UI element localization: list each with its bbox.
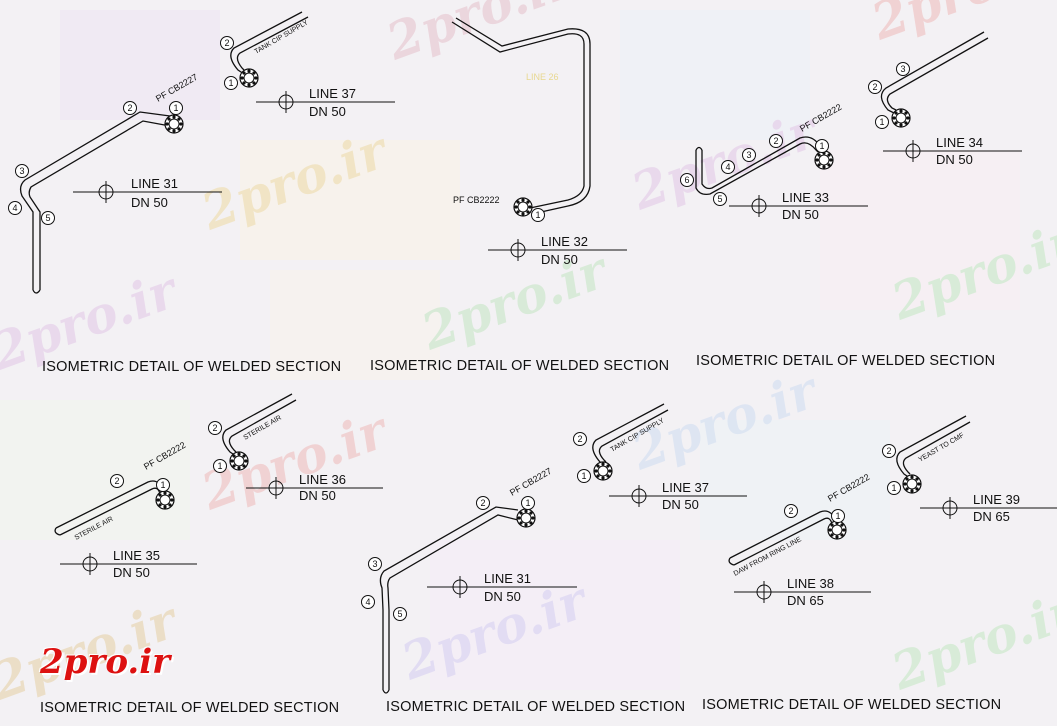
- dn-label: DN 65: [787, 593, 824, 608]
- pipe-label-pf-cb2222: PF CB2222: [453, 195, 500, 205]
- caption: ISOMETRIC DETAIL OF WELDED SECTION: [696, 353, 995, 369]
- dn-label: DN 50: [662, 497, 699, 512]
- marker-2: 2: [127, 103, 132, 113]
- marker-2: 2: [224, 38, 229, 48]
- detail-9: 2 1 3 4 5 PF CB2227 LINE 31 DN 50 ISOMET…: [361, 466, 685, 715]
- line-label: LINE 31: [131, 176, 178, 191]
- caption: ISOMETRIC DETAIL OF WELDED SECTION: [702, 697, 1001, 713]
- pipe-label-daw-ring: DAW FROM RING LINE: [733, 536, 803, 578]
- line-26-ghost: LINE 26: [526, 72, 559, 82]
- detail-6: 2 1 STERILE AIR PF CB2222 LINE 36 DN 50: [142, 393, 383, 503]
- caption: ISOMETRIC DETAIL OF WELDED SECTION: [370, 358, 669, 374]
- line-label: LINE 36: [299, 472, 346, 487]
- marker-3: 3: [746, 150, 751, 160]
- marker-2: 2: [886, 446, 891, 456]
- marker-1: 1: [835, 511, 840, 521]
- marker-4: 4: [12, 203, 17, 213]
- marker-1: 1: [891, 483, 896, 493]
- line-label: LINE 37: [309, 86, 356, 101]
- caption: ISOMETRIC DETAIL OF WELDED SECTION: [386, 699, 685, 715]
- marker-1: 1: [173, 103, 178, 113]
- caption: ISOMETRIC DETAIL OF WELDED SECTION: [42, 359, 341, 375]
- marker-1: 1: [525, 498, 530, 508]
- pipe-label-pf-cb2222: PF CB2222: [142, 440, 187, 472]
- marker-3: 3: [372, 559, 377, 569]
- marker-2: 2: [788, 506, 793, 516]
- dn-label: DN 50: [309, 104, 346, 119]
- pipe-label-pf-cb2227: PF CB2227: [508, 466, 553, 498]
- pipe-label-tank-cip: TANK CIP SUPPLY: [254, 19, 310, 56]
- marker-5: 5: [717, 194, 722, 204]
- pipe-label-pf-cb2222: PF CB2222: [826, 472, 871, 504]
- line-label: LINE 33: [782, 190, 829, 205]
- marker-3: 3: [900, 64, 905, 74]
- marker-6: 6: [684, 175, 689, 185]
- marker-5: 5: [397, 609, 402, 619]
- detail-2: 2 1 TANK CIP SUPPLY LINE 37 DN 50: [220, 11, 395, 119]
- marker-2: 2: [114, 476, 119, 486]
- detail-8: 2 1 TANK CIP SUPPLY LINE 37 DN 50: [573, 403, 747, 512]
- marker-1: 1: [160, 480, 165, 490]
- detail-1: 2 1 3 4 5 PF CB2227 LINE 31 DN 50 ISOMET…: [8, 72, 341, 375]
- line-label: LINE 39: [973, 492, 1020, 507]
- line-label: LINE 32: [541, 234, 588, 249]
- marker-3: 3: [19, 166, 24, 176]
- line-label: LINE 34: [936, 135, 983, 150]
- dn-label: DN 65: [973, 509, 1010, 524]
- marker-1: 1: [581, 471, 586, 481]
- pipe-label-pf-cb2227: PF CB2227: [154, 72, 199, 104]
- marker-4: 4: [725, 162, 730, 172]
- dn-label: DN 50: [782, 207, 819, 222]
- line-label: LINE 35: [113, 548, 160, 563]
- site-logo[interactable]: 2pro.ir: [40, 642, 171, 682]
- marker-1: 1: [819, 141, 824, 151]
- marker-1: 1: [217, 461, 222, 471]
- marker-1: 1: [535, 210, 540, 220]
- line-label: LINE 37: [662, 480, 709, 495]
- marker-2: 2: [872, 82, 877, 92]
- line-label: LINE 31: [484, 571, 531, 586]
- pipe-label-pf-cb2222: PF CB2222: [798, 102, 843, 134]
- dn-label: DN 50: [299, 488, 336, 503]
- pipe-label-tank-cip: TANK CIP SUPPLY: [610, 417, 666, 454]
- caption: ISOMETRIC DETAIL OF WELDED SECTION: [40, 700, 339, 716]
- marker-2: 2: [577, 434, 582, 444]
- dn-label: DN 50: [936, 152, 973, 167]
- dn-label: DN 50: [113, 565, 150, 580]
- detail-3: 1 PF CB2222 LINE 26 LINE 32 DN 50 ISOMET…: [370, 17, 669, 374]
- marker-1: 1: [228, 78, 233, 88]
- marker-2: 2: [773, 136, 778, 146]
- pipe-label-sterile-air: STERILE AIR: [74, 516, 115, 542]
- dn-label: DN 50: [541, 252, 578, 267]
- marker-2: 2: [212, 423, 217, 433]
- line-label: LINE 38: [787, 576, 834, 591]
- dn-label: DN 50: [131, 195, 168, 210]
- marker-4: 4: [365, 597, 370, 607]
- detail-10: 2 1 YEAST TO CMF LINE 39 DN 65: [882, 415, 1057, 524]
- detail-5: 3 2 1 LINE 34 DN 50: [868, 31, 1022, 167]
- marker-5: 5: [45, 213, 50, 223]
- dn-label: DN 50: [484, 589, 521, 604]
- marker-2: 2: [480, 498, 485, 508]
- marker-1: 1: [879, 117, 884, 127]
